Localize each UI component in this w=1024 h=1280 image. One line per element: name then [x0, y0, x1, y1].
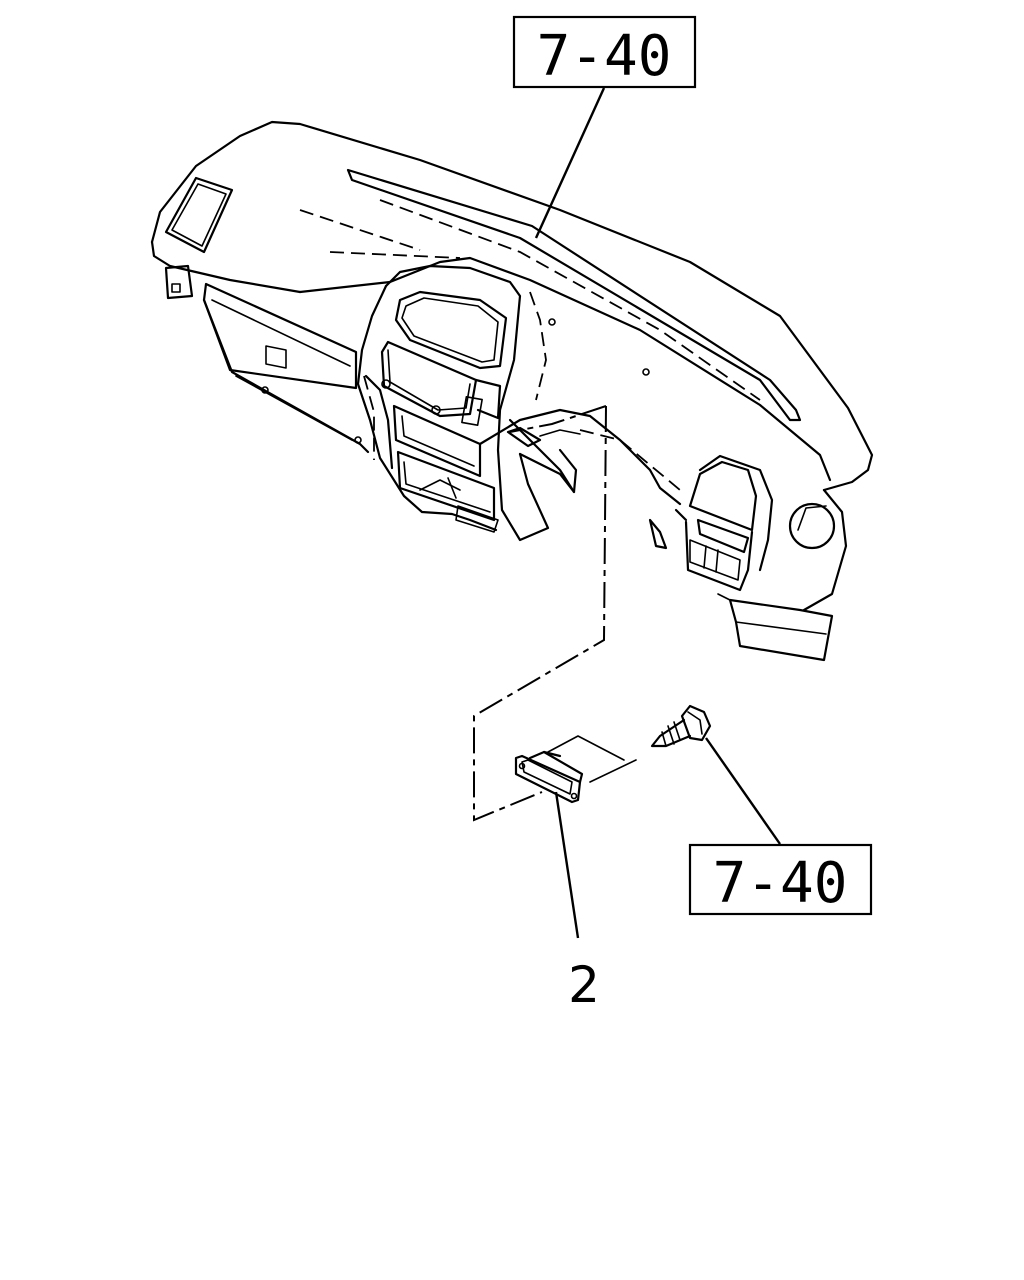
bracket-clip-icon — [514, 735, 637, 804]
ref-label-top: 7-40 — [537, 24, 672, 89]
tapping-screw-icon — [650, 704, 712, 748]
part-number-bracket: 2 — [568, 956, 600, 1014]
assembly-guide-line — [473, 405, 607, 822]
ref-label-screw: 7-40 — [713, 851, 848, 916]
leader-line-screw — [705, 737, 781, 845]
assembly-guide-line-upper — [509, 405, 607, 433]
ref-callout-screw: 7-40 — [688, 843, 873, 916]
leader-line-bracket — [554, 791, 580, 939]
ref-callout-top: 7-40 — [512, 15, 697, 89]
dashboard-assembly-icon — [150, 120, 874, 662]
leader-line-top — [534, 87, 606, 239]
